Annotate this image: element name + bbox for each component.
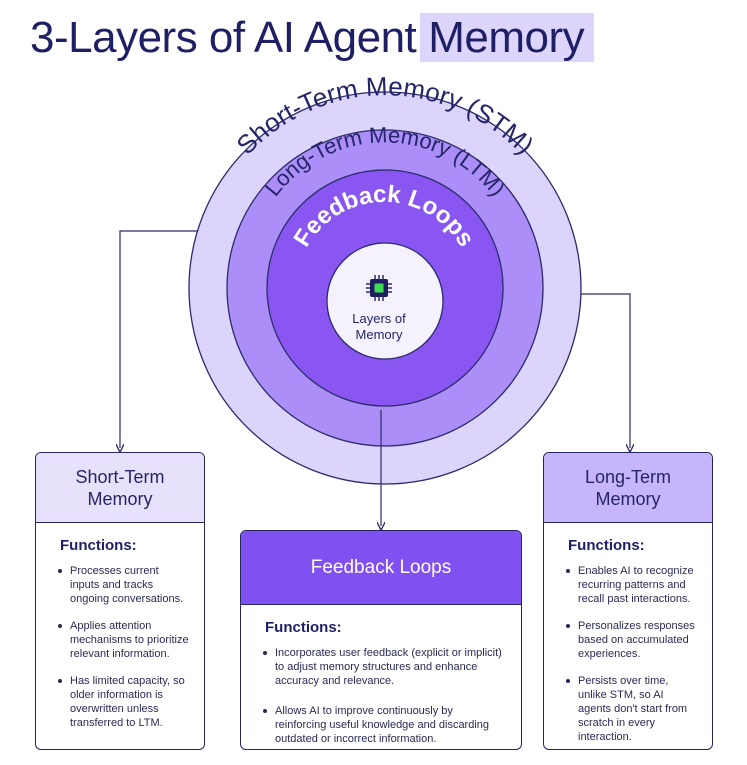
connector-stm: [120, 230, 228, 448]
card-title-line2: Memory: [87, 488, 153, 509]
functions-list: Processes current inputs and tracks ongo…: [58, 564, 190, 730]
list-item: Persists over time, unlike STM, so AI ag…: [566, 674, 698, 744]
card-body: Functions: Incorporates user feedback (e…: [241, 605, 521, 746]
title-main: 3-Layers of AI Agent: [30, 13, 417, 62]
card-header: Long-Term Memory: [544, 453, 712, 523]
functions-list: Incorporates user feedback (explicit or …: [263, 646, 507, 746]
card-body: Functions: Processes current inputs and …: [36, 523, 204, 730]
list-item: Personalizes responses based on accumula…: [566, 619, 698, 661]
functions-label: Functions:: [568, 537, 645, 554]
card-feedback-loops: Feedback Loops Functions: Incorporates u…: [240, 530, 522, 750]
functions-label: Functions:: [265, 619, 342, 636]
card-header: Short-Term Memory: [36, 453, 204, 523]
card-long-term-memory: Long-Term Memory Functions: Enables AI t…: [543, 452, 713, 750]
card-title-line1: Short-Term: [75, 466, 165, 487]
center-label-line1: Layers of: [352, 311, 406, 326]
list-item: Applies attention mechanisms to prioriti…: [58, 619, 190, 661]
list-item: Has limited capacity, so older informati…: [58, 674, 190, 730]
card-body: Functions: Enables AI to recognize recur…: [544, 523, 712, 744]
center-circle: [326, 242, 444, 360]
cpu-chip-icon: [366, 275, 392, 301]
card-short-term-memory: Short-Term Memory Functions: Processes c…: [35, 452, 205, 750]
list-item: Processes current inputs and tracks ongo…: [58, 564, 190, 606]
list-item: Enables AI to recognize recurring patter…: [566, 564, 698, 606]
card-header: Feedback Loops: [241, 531, 521, 605]
functions-list: Enables AI to recognize recurring patter…: [566, 564, 698, 744]
card-title-line2: Memory: [595, 488, 661, 509]
title-highlight: Memory: [420, 13, 595, 62]
card-title-line1: Long-Term: [584, 466, 672, 487]
list-item: Allows AI to improve continuously by rei…: [263, 704, 507, 746]
center-label-line2: Memory: [356, 327, 403, 342]
list-item: Incorporates user feedback (explicit or …: [263, 646, 507, 688]
functions-label: Functions:: [60, 537, 137, 554]
card-title: Feedback Loops: [310, 556, 452, 578]
